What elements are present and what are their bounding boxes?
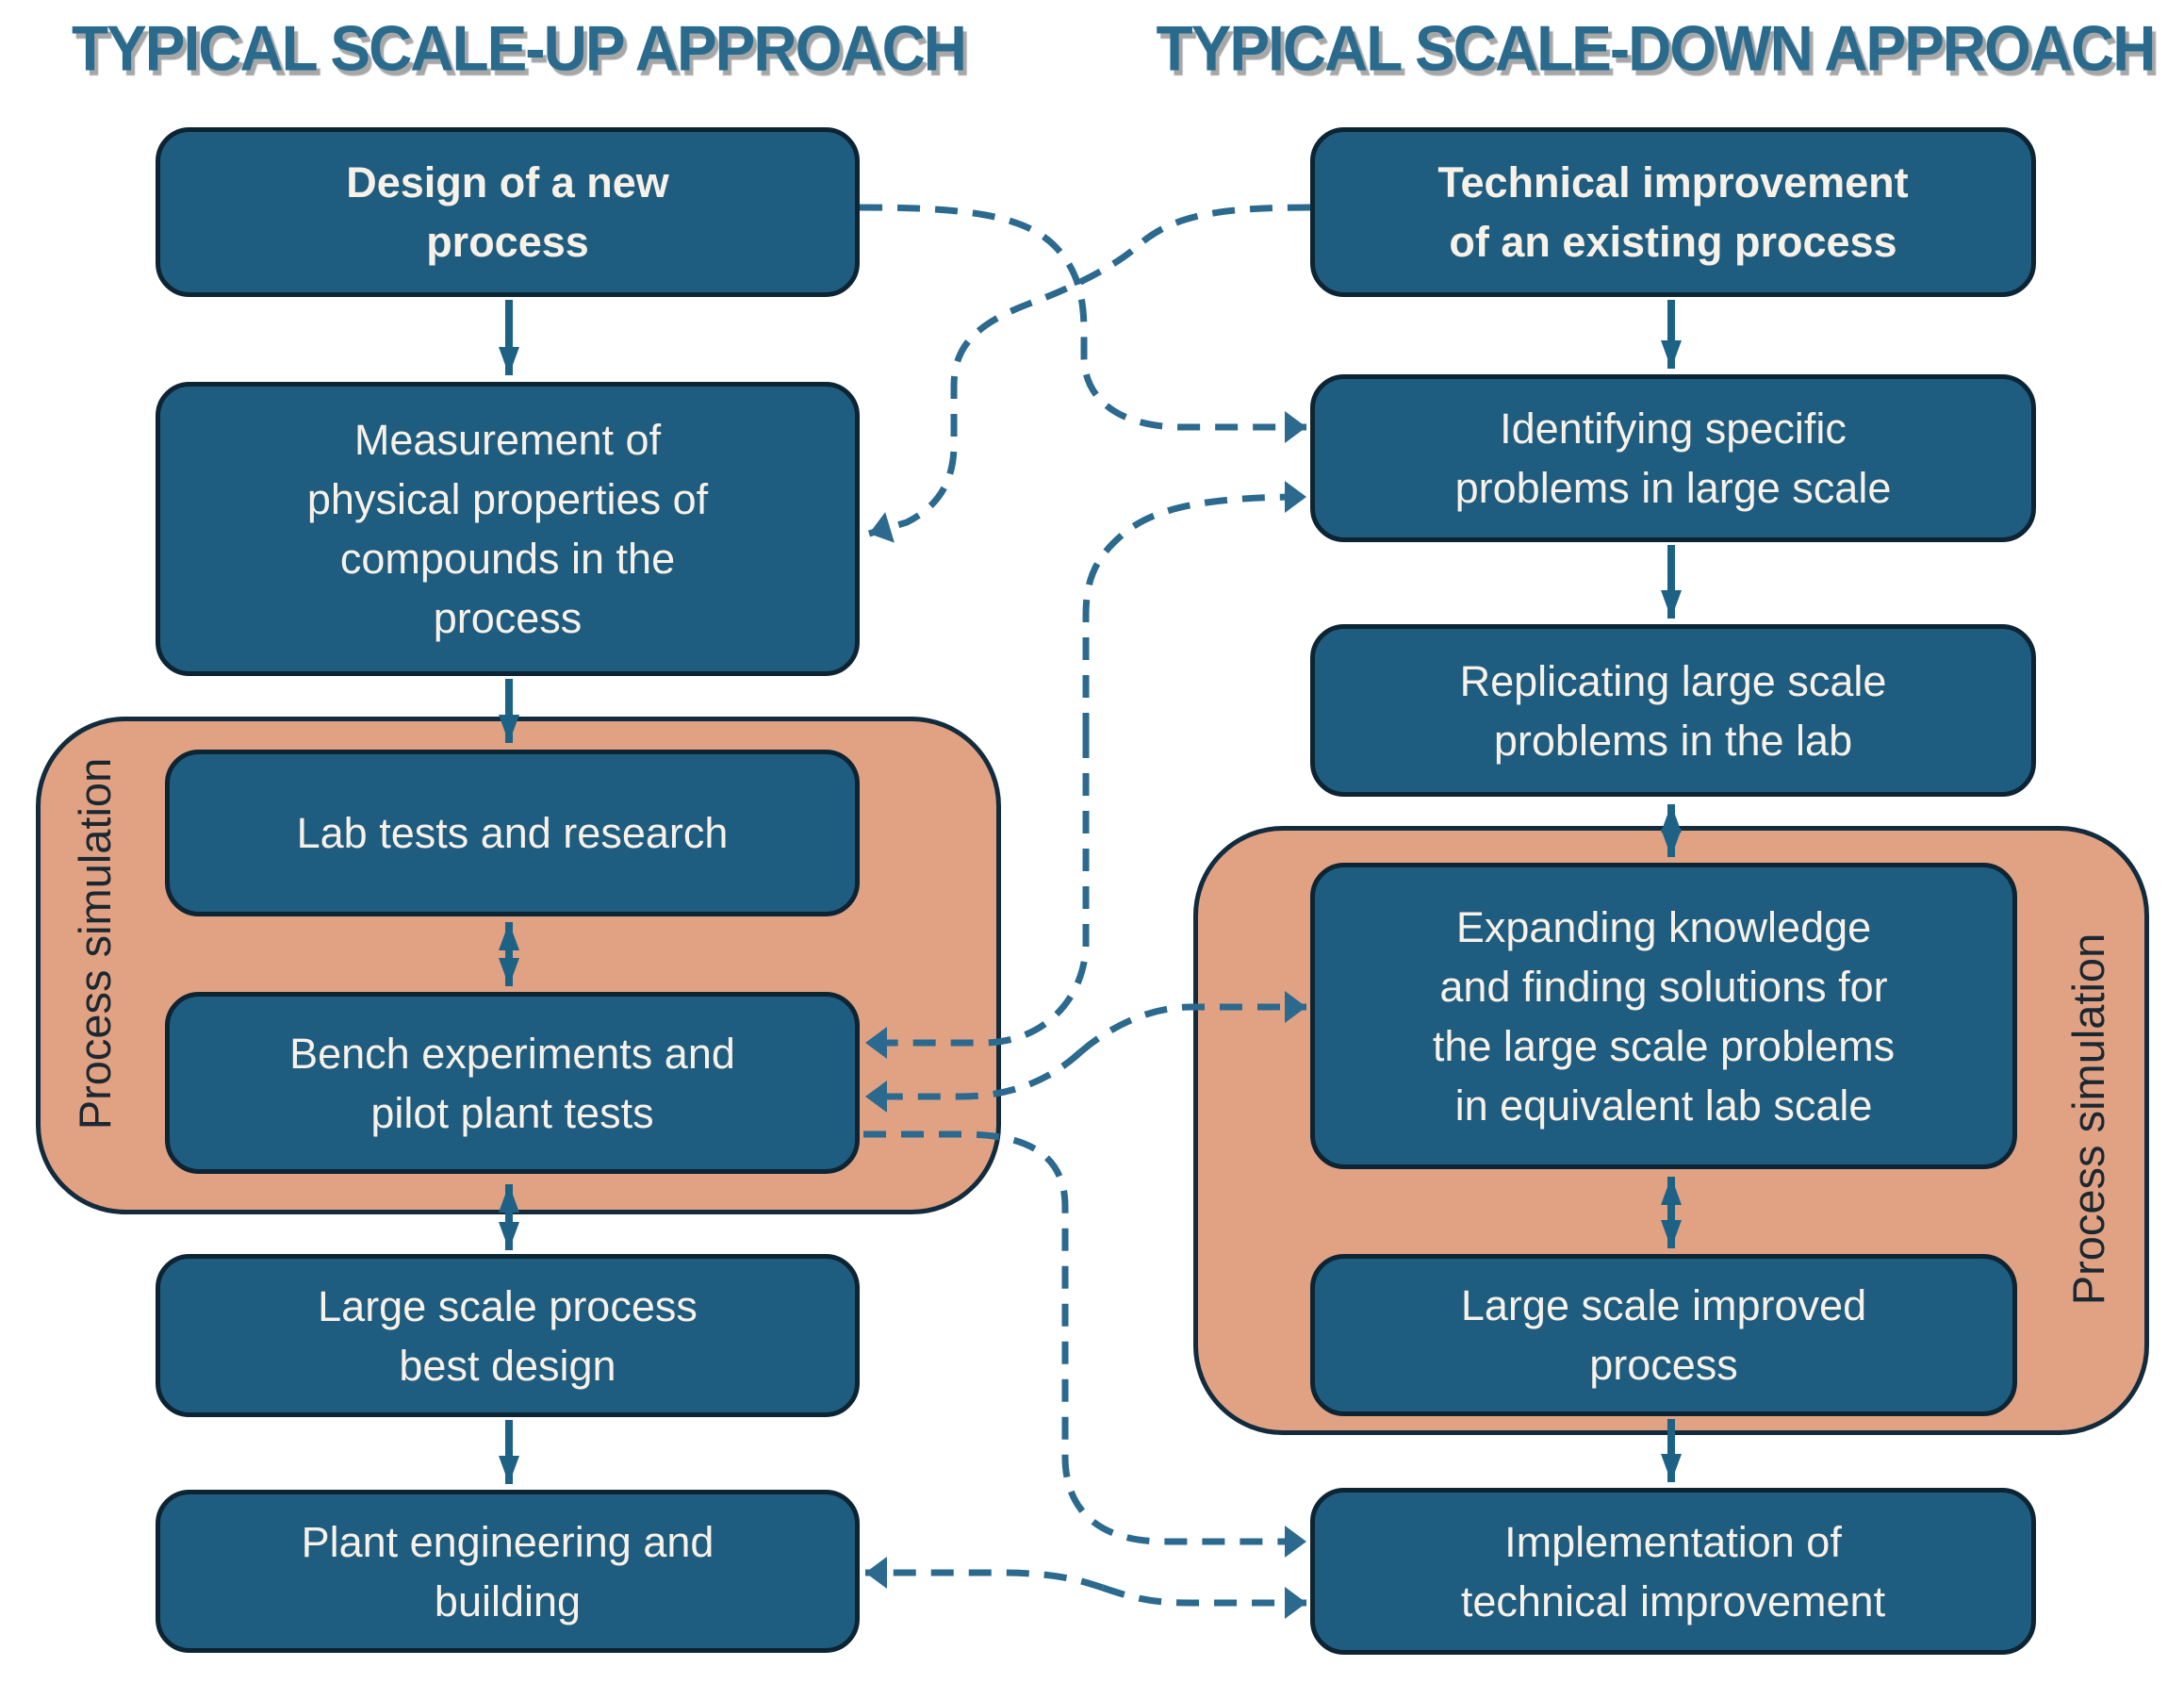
node-lab-tests-research: Lab tests and research [165,750,860,916]
node-bench-experiments: Bench experiments and pilot plant tests [165,992,860,1174]
connector-design-to-identifying [859,204,1306,443]
node-identifying-problems: Identifying specific problems in large s… [1310,374,2036,542]
process-simulation-label-left: Process simulation [70,757,120,1130]
node-replicating-problems: Replicating large scale problems in the … [1310,624,2036,797]
process-simulation-label-right: Process simulation [2063,932,2113,1306]
node-technical-improvement: Technical improvement of an existing pro… [1310,127,2036,297]
connector-plant-implementation-left [865,1557,1105,1592]
node-large-scale-best-design: Large scale process best design [156,1254,860,1417]
scale-up-title: TYPICAL SCALE-UP APPROACH [71,12,967,85]
scale-down-title: TYPICAL SCALE-DOWN APPROACH [1156,12,2157,85]
node-design-new-process: Design of a new process [156,127,860,297]
connector-technical-to-measurement [867,204,1311,543]
node-implementation-improvement: Implementation of technical improvement [1310,1488,2036,1655]
connector-plant-implementation-right [1101,1584,1306,1619]
node-large-scale-improved: Large scale improved process [1310,1254,2017,1416]
node-expanding-knowledge: Expanding knowledge and finding solution… [1310,863,2017,1169]
connector-identifying-bench-upper [1082,481,1307,735]
node-plant-engineering-building: Plant engineering and building [156,1490,860,1653]
node-measurement-physical-properties: Measurement of physical properties of co… [156,382,860,676]
